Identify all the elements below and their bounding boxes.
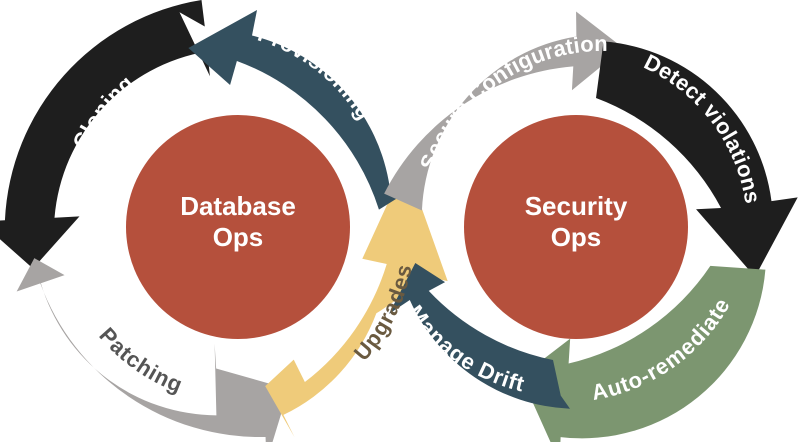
segment-auto-remediate-arrow [520, 265, 766, 442]
segment-manage-drift-arrow [388, 263, 570, 409]
segment-patching-arrow [16, 258, 289, 442]
patching-label: Patching [94, 322, 186, 397]
segment-provisioning-arrow [188, 10, 400, 210]
segment-cloning-arrow [0, 0, 210, 269]
segment-upgrades-arrow [265, 163, 448, 438]
security-ops-hub-line2: Ops [551, 222, 602, 252]
database-ops-hub-line2: Ops [213, 222, 264, 252]
security-ops-cycle: Security Ops [384, 11, 798, 442]
database-ops-hub [126, 115, 350, 339]
database-ops-hub-line1: Database [180, 191, 296, 221]
security-ops-hub [464, 115, 688, 339]
database-ops-cycle: Database Ops [0, 0, 448, 442]
patching-label-text: Patching [94, 322, 185, 397]
security-ops-hub-line1: Security [525, 191, 628, 221]
segment-secure-configuration-arrow [384, 11, 624, 211]
segment-detect-violations-arrow [596, 41, 798, 277]
